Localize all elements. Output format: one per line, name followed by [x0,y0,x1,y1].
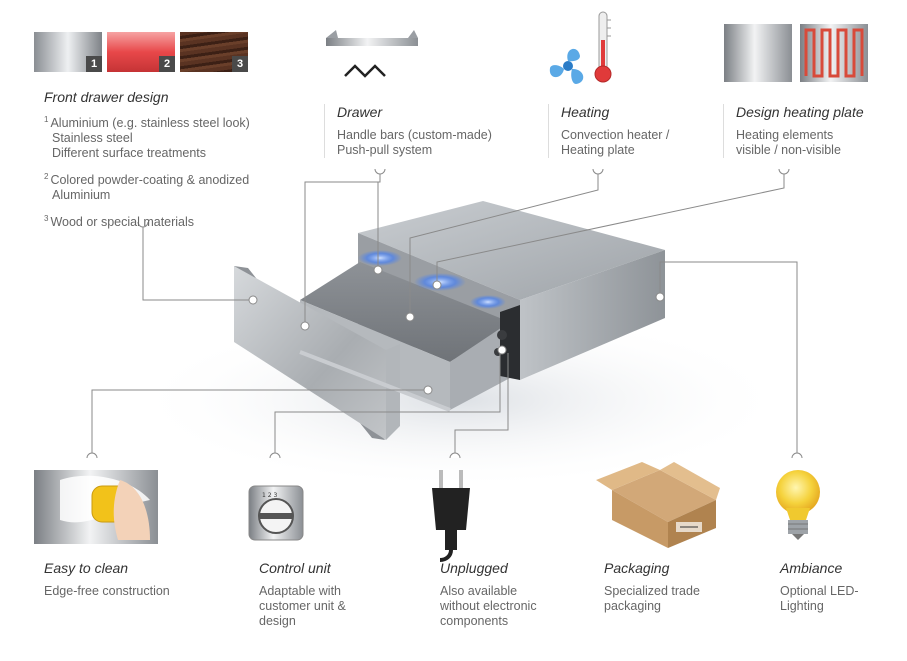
packaging-feature: Packaging Specialized trade packaging [604,560,700,613]
svg-text:1 2 3: 1 2 3 [262,492,277,499]
plate-steel-swatch [724,24,792,82]
light-bulb-icon [776,470,820,540]
control-unit-title: Control unit [259,560,331,576]
plug-icon [432,470,470,562]
packaging-title: Packaging [604,560,670,576]
aluminium-swatch: 1 [34,32,102,72]
powder-coating-swatch: 2 [107,32,175,72]
ambiance-title: Ambiance [780,560,843,576]
leader-lines [91,172,798,456]
design-plate-feature: Design heating plate Heating elements vi… [723,104,864,158]
swatch-number: 3 [232,56,248,72]
sponge-icon [34,470,158,544]
drawer-title: Drawer [337,104,383,120]
swatch-number: 2 [159,56,175,72]
design-plate-title: Design heating plate [736,104,864,120]
wood-swatch: 3 [180,32,248,72]
front-drawer-title: Front drawer design [44,89,169,105]
drawer-feature: Drawer Handle bars (custom-made) Push-pu… [324,104,492,158]
fan-icon [549,48,584,84]
unplugged-title: Unplugged [440,560,508,576]
easy-clean-title: Easy to clean [44,560,129,576]
control-unit-feature: Control unit Adaptable with customer uni… [259,560,346,628]
swatch-number: 1 [86,56,102,72]
heating-title: Heating [561,104,610,120]
handle-bar-icon [326,30,418,78]
heating-element-swatch [800,24,868,82]
unplugged-feature: Unplugged Also available without electro… [440,560,537,628]
thermometer-icon [594,11,612,83]
control-knob-icon: 1 2 3 [248,485,304,541]
ambiance-feature: Ambiance Optional LED- Lighting [780,560,859,613]
cardboard-box-icon [596,462,720,548]
heating-feature: Heating Convection heater / Heating plat… [548,104,669,158]
easy-clean-feature: Easy to clean Edge-free construction [44,560,170,598]
connector-points [86,168,803,459]
